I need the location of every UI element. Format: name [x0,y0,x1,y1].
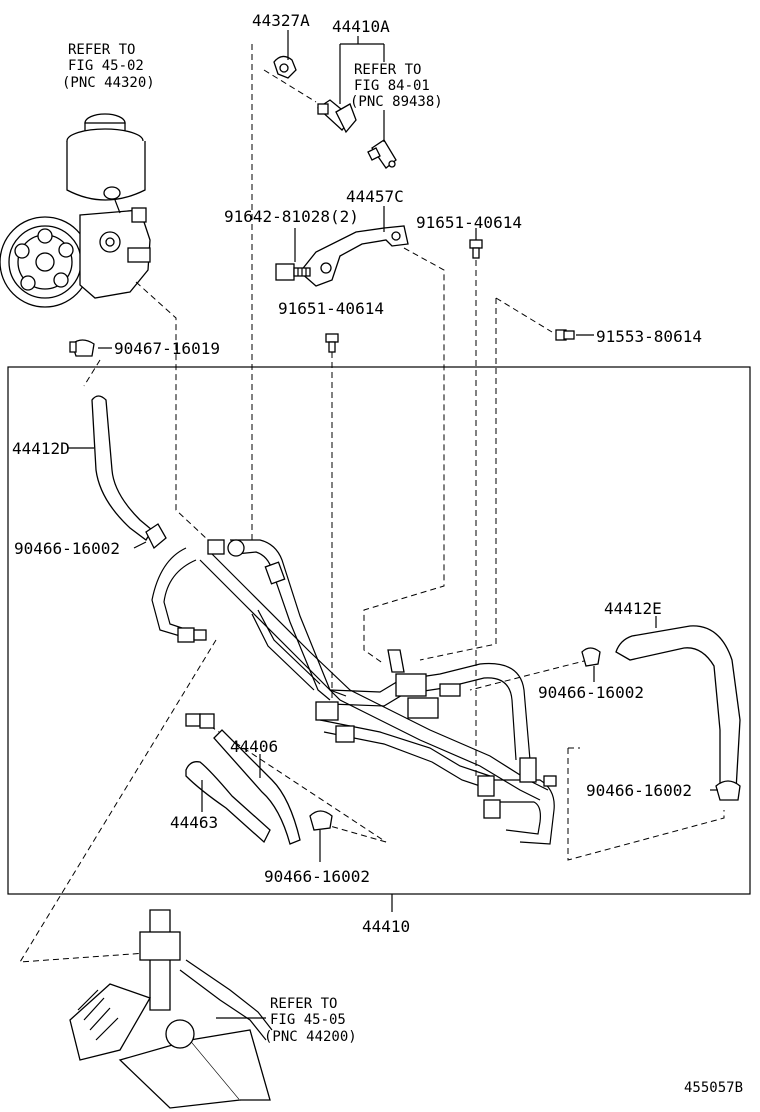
label-44410A: 44410A [332,17,390,36]
label-44410: 44410 [362,917,410,936]
dashed-leaders [19,44,725,963]
ref-top-left-2: FIG 45-02 [68,58,144,74]
clamp-90466-b [581,647,601,667]
ref-top-right-1: REFER TO [354,62,421,78]
steering-rack [69,909,273,1109]
bolt-91553 [555,329,575,341]
ref-bottom-3: (PNC 44200) [264,1029,357,1045]
ref-top-left-3: (PNC 44320) [62,75,155,91]
pressure-lines [151,539,557,845]
union-44410A [316,99,357,134]
label-90467: 90467-16019 [114,339,220,358]
ref-top-right-3: (PNC 89438) [350,94,443,110]
label-91651-lower: 91651-40614 [278,299,384,318]
ref-bottom-2: FIG 45-05 [270,1012,346,1028]
ref-top-left-1: REFER TO [68,42,135,58]
part-labels: 44327A 44410A REFER TO FIG 45-02 (PNC 44… [12,11,743,1096]
hose-44412D [91,395,153,541]
pressure-sensor [367,139,397,169]
clamp-90466-d [309,810,333,831]
hose-44406 [185,713,301,845]
label-91651-upper: 91651-40614 [416,213,522,232]
label-44327A: 44327A [252,11,310,30]
label-44412D: 44412D [12,439,70,458]
label-44412E: 44412E [604,599,662,618]
figure-id: 455057B [684,1080,743,1096]
ref-top-right-2: FIG 84-01 [354,78,430,94]
hose-44463 [185,761,271,844]
bracket-44457C [299,225,409,287]
ref-bottom-1: REFER TO [270,996,337,1012]
clamp-90467 [69,339,95,357]
label-91642: 91642-81028(2) [224,207,359,226]
hose-44412E [615,625,741,791]
label-91553: 91553-80614 [596,327,702,346]
label-90466-d: 90466-16002 [264,867,370,886]
power-steering-pump [0,113,151,308]
label-90466-a: 90466-16002 [14,539,120,558]
clamp-90466-a [145,523,167,550]
bolt-91651-upper [469,239,483,259]
label-90466-c: 90466-16002 [586,781,692,800]
clamp-90466-c [715,780,741,801]
label-90466-b: 90466-16002 [538,683,644,702]
bolt-91642 [275,263,311,281]
assembly-frame [7,366,751,895]
label-44457C: 44457C [346,187,404,206]
label-44406: 44406 [230,737,278,756]
clamp-44327A [273,55,297,79]
bolt-91651-lower [325,333,339,353]
label-44463: 44463 [170,813,218,832]
